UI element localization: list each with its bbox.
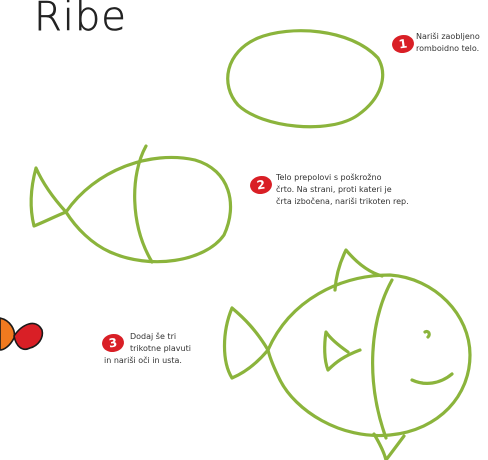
fish-body-outline (66, 157, 231, 261)
fish-body-outline (228, 31, 383, 127)
fish-mouth (412, 374, 452, 383)
step-1-drawing (228, 31, 383, 127)
step-3-text: Dodaj še tri trikotne plavuti in nariši … (104, 331, 191, 367)
step-1-line-1: Nariši zaobljeno (416, 31, 480, 43)
bottom-fin (374, 434, 404, 460)
step-3-line-2: trikotne plavuti (104, 343, 191, 355)
body-divider-line (135, 146, 152, 262)
step-2-line-1: Telo prepolovi s poškrožno (276, 172, 409, 184)
step-3-drawing (225, 250, 471, 460)
step-2-line-3: črta izbočena, nariši trikoten rep. (276, 196, 409, 208)
step-2-text: Telo prepolovi s poškrožno črto. Na stra… (276, 172, 409, 208)
step-3-line-1: Dodaj še tri (104, 331, 191, 343)
fish-body-outline (268, 275, 470, 436)
step-2-drawing (31, 146, 230, 262)
cropped-fish-tail (14, 323, 42, 349)
fish-tail (225, 308, 269, 378)
step-1-text: Nariši zaobljeno romboidno telo. (416, 31, 480, 55)
fish-tail (31, 168, 66, 226)
middle-fin (325, 332, 360, 370)
step-2-line-2: črto. Na strani, proti kateri je (276, 184, 409, 196)
fish-eye (425, 331, 429, 337)
step-3-line-3: in nariši oči in usta. (104, 355, 191, 367)
cropped-fish-body (0, 318, 14, 350)
cropped-fish-illustration (0, 318, 42, 350)
body-divider-line (373, 280, 392, 438)
step-1-line-2: romboidno telo. (416, 43, 480, 55)
